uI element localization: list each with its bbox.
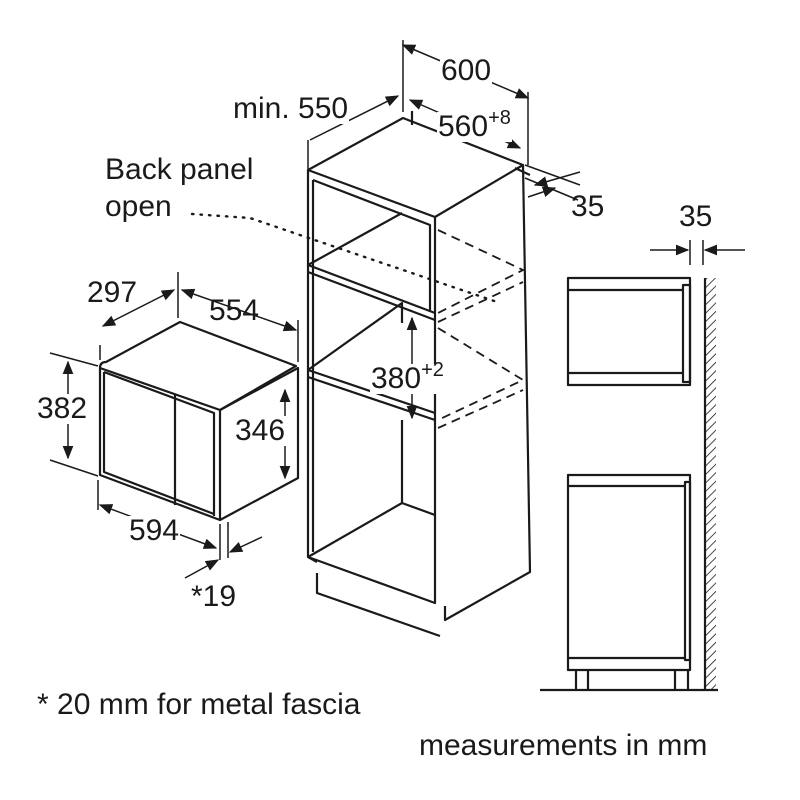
dim-35-side: 35 <box>679 200 713 233</box>
dim-35-back: 35 <box>571 190 605 223</box>
footnote: * 20 mm for metal fascia <box>37 688 361 721</box>
cabinet <box>190 111 532 638</box>
units-note: measurements in mm <box>419 729 708 762</box>
dim-380-tolerance: +2 <box>421 359 444 381</box>
back-panel-label-1: Back panel <box>105 153 254 186</box>
dim-min-550: min. 550 <box>232 92 350 125</box>
dim-554: 554 <box>209 294 260 327</box>
side-view <box>540 240 745 692</box>
dim-380-value: 380 <box>371 362 422 395</box>
dim-600: 600 <box>440 54 493 87</box>
dim-346: 346 <box>234 414 287 447</box>
dim-594: 594 <box>128 514 181 547</box>
dim-560: 560+8 <box>437 108 512 143</box>
back-panel-label-2: open <box>105 190 172 223</box>
dim-fascia-19: *19 <box>191 580 237 613</box>
dim-560-value: 560 <box>438 110 489 143</box>
dim-297: 297 <box>87 276 138 309</box>
wall-hatch <box>706 278 716 690</box>
dim-382: 382 <box>36 392 89 425</box>
dim-560-tolerance: +8 <box>488 107 511 129</box>
dim-380: 380+2 <box>370 360 445 395</box>
